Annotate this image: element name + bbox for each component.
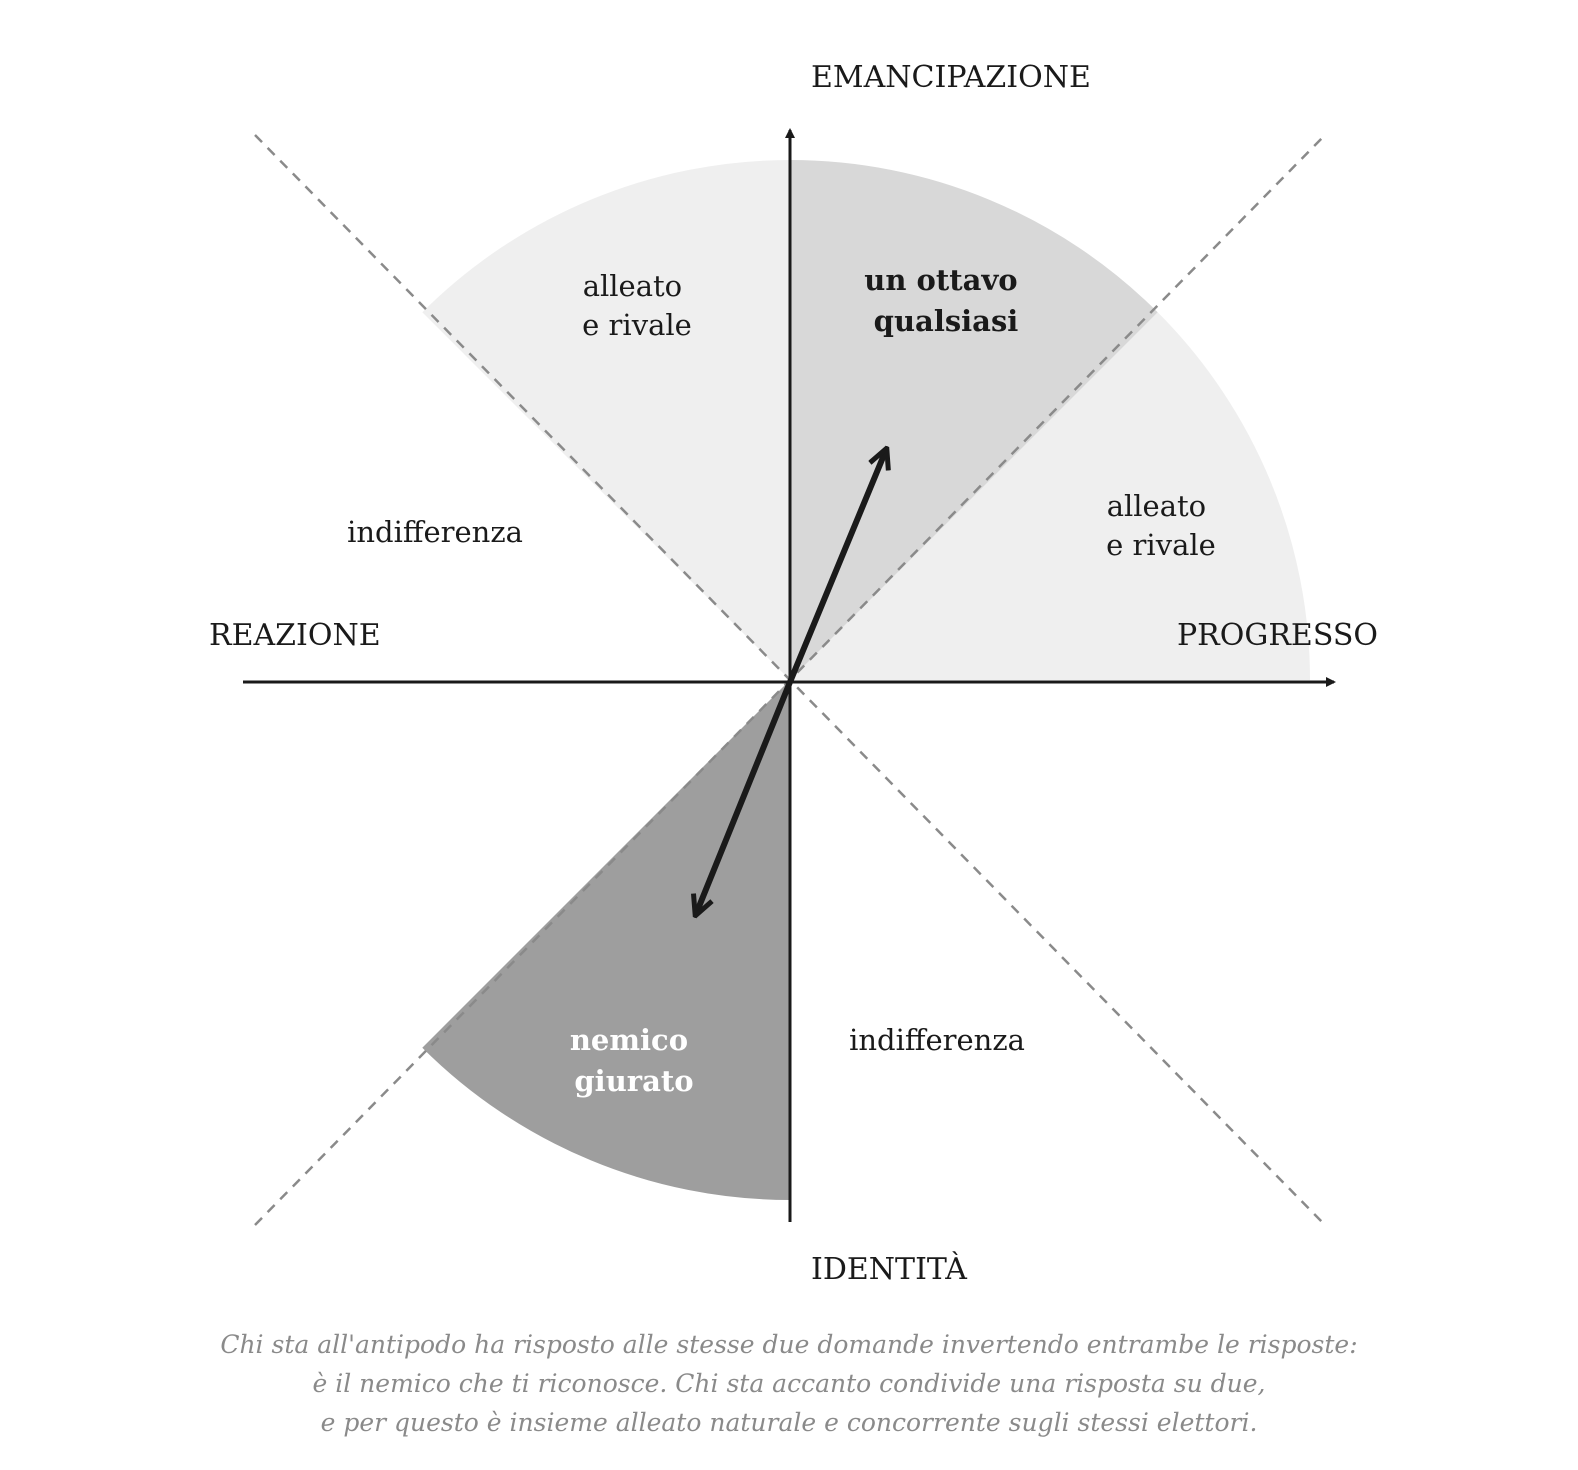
caption-line: e per questo è insieme alleato naturale … bbox=[320, 1408, 1258, 1437]
axis-label-left: REAZIONE bbox=[209, 618, 381, 653]
sector-focus bbox=[790, 160, 1158, 680]
caption-line: Chi sta all'antipodo ha risposto alle st… bbox=[220, 1330, 1358, 1359]
label-indifference-right: indifferenza bbox=[849, 1023, 1025, 1057]
axis-label-right: PROGRESSO bbox=[1177, 618, 1378, 653]
axis-label-top: EMANCIPAZIONE bbox=[811, 60, 1091, 95]
label-focus: un ottavo qualsiasi bbox=[864, 263, 1028, 338]
sector-neighbor-left bbox=[422, 160, 790, 680]
label-antipode: nemico giurato bbox=[570, 1023, 698, 1098]
axis-label-bottom: IDENTITÀ bbox=[811, 1251, 967, 1287]
label-indifference-left: indifferenza bbox=[347, 515, 523, 549]
antipode-arrow bbox=[696, 680, 793, 914]
sector-antipode bbox=[422, 680, 790, 1200]
sector-neighbor-right bbox=[790, 312, 1310, 680]
position-arrow bbox=[787, 450, 886, 684]
caption: Chi sta all'antipodo ha risposto alle st… bbox=[0, 1325, 1578, 1442]
caption-line: è il nemico che ti riconosce. Chi sta ac… bbox=[312, 1369, 1266, 1398]
label-neighbor-right: alleato e rivale bbox=[1106, 489, 1216, 562]
label-neighbor-left: alleato e rivale bbox=[582, 269, 692, 342]
